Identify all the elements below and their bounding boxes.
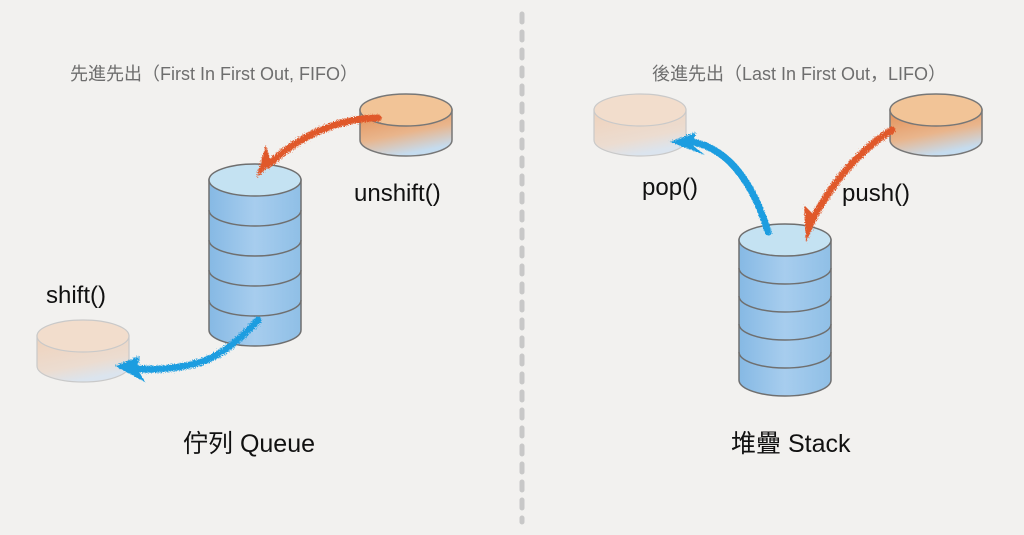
pop-label: pop() [642, 174, 699, 201]
stack-title: 堆疊 Stack [731, 430, 851, 458]
stack-layer-line [738, 267, 832, 285]
queue-layer-line [208, 269, 302, 287]
queue-layer-line [208, 209, 302, 227]
queue-layer-line [208, 299, 302, 317]
queue-subtitle: 先進先出（First In First Out, FIFO） [70, 64, 358, 84]
pop-arrow [670, 132, 772, 236]
queue-cylinder-top [208, 163, 302, 197]
stack-cylinder-top [738, 223, 832, 257]
queue-removed-element [36, 319, 130, 383]
stack-removed-element [593, 93, 687, 157]
stack-cylinder-stack [738, 223, 832, 397]
push-label: push() [842, 180, 911, 207]
queue-title: 佇列 Queue [183, 430, 316, 458]
queue-incoming-element [359, 93, 453, 157]
stack-incoming-element [889, 93, 983, 157]
stack-layer-line [738, 323, 832, 341]
shift-arrow [115, 316, 262, 382]
push-arrow [804, 126, 896, 242]
stack-layer-line [738, 351, 832, 369]
stack-subtitle: 後進先出（Last In First Out，LIFO） [652, 64, 947, 84]
queue-layer-line [208, 239, 302, 257]
unshift-label: unshift() [354, 180, 441, 207]
unshift-arrow [256, 114, 382, 178]
stack-layer-line [738, 295, 832, 313]
shift-label: shift() [46, 282, 106, 309]
queue-cylinder-stack [208, 163, 302, 347]
